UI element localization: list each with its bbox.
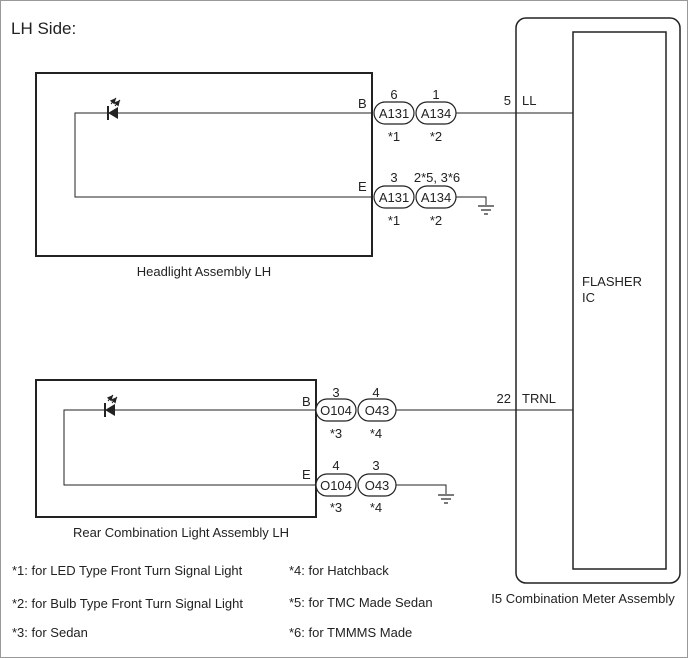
rear-internal-circuit (63, 409, 316, 486)
headlight-led-icon (107, 97, 121, 120)
pin-label: 1 (432, 87, 439, 102)
footnote-ref: *3 (330, 500, 342, 515)
ground-icon (396, 484, 454, 504)
footnote: *4: for Hatchback (289, 563, 389, 578)
rear-terminal-e: E (302, 467, 311, 482)
meter-pin-name: TRNL (522, 391, 556, 406)
flasher-ic-label: IC (582, 290, 595, 305)
meter-pin-number: 5 (504, 93, 511, 108)
combination-meter-label: I5 Combination Meter Assembly (491, 591, 675, 606)
rear-combination-light-box (35, 379, 317, 518)
footnote: *1: for LED Type Front Turn Signal Light (12, 563, 243, 578)
pin-label: 4 (332, 458, 339, 473)
pin-label: 3 (332, 385, 339, 400)
footnote: *3: for Sedan (12, 625, 88, 640)
connector-label: A134 (421, 190, 451, 205)
connector-a131 (373, 185, 415, 209)
page-title: LH Side: (11, 19, 76, 38)
combination-meter-box (515, 17, 681, 584)
rear-bulb-icon (104, 394, 118, 417)
footnote-ref: *4 (370, 500, 382, 515)
meter-pin-name: LL (522, 93, 536, 108)
connector-a131 (373, 101, 415, 125)
connector-label: A131 (379, 190, 409, 205)
footnote-ref: *1 (388, 213, 400, 228)
footnote-ref: *2 (430, 213, 442, 228)
connector-label: A131 (379, 106, 409, 121)
headlight-terminal-e: E (358, 179, 367, 194)
connector-o104 (315, 398, 357, 422)
connector-label: O43 (365, 478, 390, 493)
footnote-ref: *2 (430, 129, 442, 144)
connector-label: O104 (320, 403, 352, 418)
rear-combination-light-label: Rear Combination Light Assembly LH (73, 525, 289, 540)
connector-label: O43 (365, 403, 390, 418)
connector-o104 (315, 473, 357, 497)
pin-label: 3 (390, 170, 397, 185)
footnote: *5: for TMC Made Sedan (289, 595, 433, 610)
flasher-ic-label: FLASHER (582, 274, 642, 289)
headlight-assembly-box (35, 72, 373, 257)
flasher-ic-box (572, 31, 667, 570)
headlight-assembly-label: Headlight Assembly LH (137, 264, 271, 279)
meter-pin-number: 22 (497, 391, 511, 406)
connector-label: O104 (320, 478, 352, 493)
headlight-terminal-b: B (358, 96, 367, 111)
footnote: *2: for Bulb Type Front Turn Signal Ligh… (12, 596, 243, 611)
footnote: *6: for TMMMS Made (289, 625, 412, 640)
rear-terminal-b: B (302, 394, 311, 409)
footnote-ref: *4 (370, 426, 382, 441)
pin-label: 6 (390, 87, 397, 102)
pin-label: 4 (372, 385, 379, 400)
connector-label: A134 (421, 106, 451, 121)
headlight-internal-circuit (74, 112, 372, 198)
ground-icon (456, 196, 494, 215)
pin-label: 2*5, 3*6 (414, 170, 460, 185)
footnote-ref: *3 (330, 426, 342, 441)
pin-label: 3 (372, 458, 379, 473)
footnote-ref: *1 (388, 129, 400, 144)
